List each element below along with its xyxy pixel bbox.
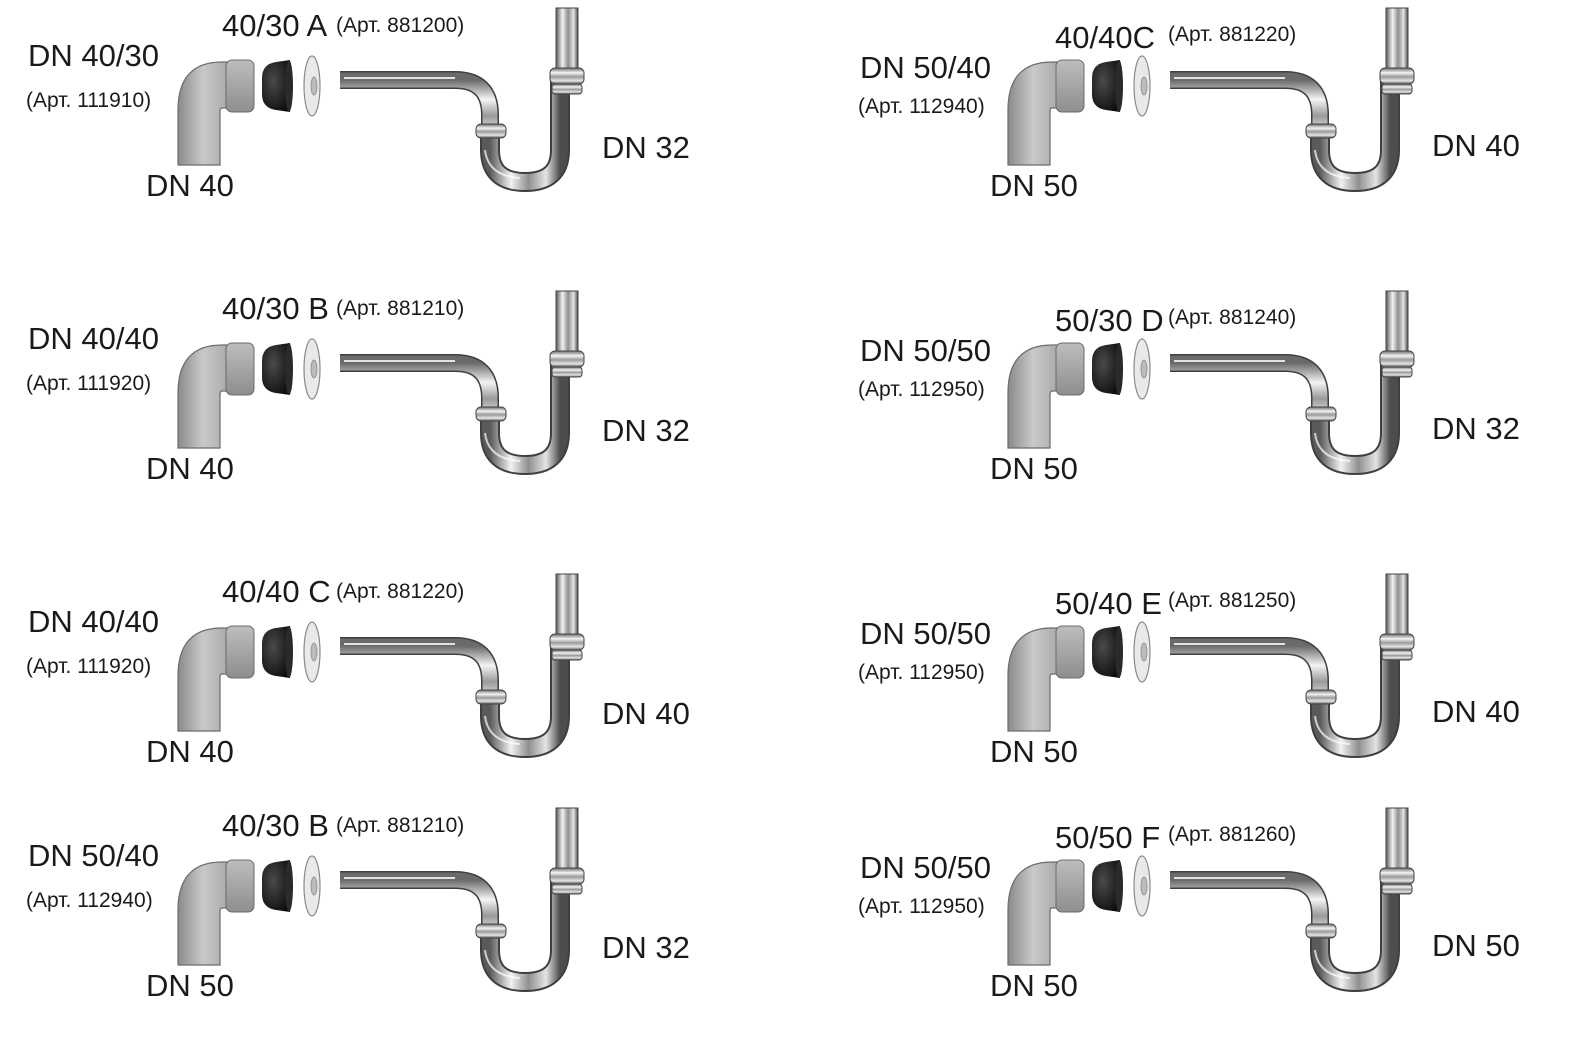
adapter-article-number: (Арт. 881240) <box>1168 306 1297 329</box>
elbow-fitting <box>1007 625 1085 732</box>
trap-assembly-illustration <box>177 7 585 193</box>
trap-kit-panel: DN 40/30 (Арт. 111910) DN 40 40/30 A (Ар… <box>0 0 780 256</box>
adapter-label: 40/30 B <box>222 808 329 843</box>
trap-dn-label: DN 40 <box>602 696 690 731</box>
adapter-article-number: (Арт. 881210) <box>336 297 465 320</box>
trap-assembly-illustration <box>177 573 585 759</box>
trap-dn-label: DN 32 <box>1432 411 1520 446</box>
rubber-seal <box>262 60 293 112</box>
fitting-dn-label: DN 40/30 <box>28 38 159 73</box>
adapter-article-number: (Арт. 881210) <box>336 814 465 837</box>
elbow-fitting <box>177 342 255 449</box>
fitting-article-number: (Арт. 112940) <box>26 889 153 912</box>
adapter-label: 40/40 C <box>222 574 331 609</box>
chrome-p-trap <box>1170 573 1415 759</box>
fitting-dn-label: DN 50/50 <box>860 616 991 651</box>
trap-assembly-illustration <box>177 807 585 993</box>
metal-washer <box>1133 338 1151 400</box>
adapter-label: 50/40 E <box>1055 586 1162 621</box>
fitting-outlet-dn-label: DN 50 <box>990 734 1078 769</box>
elbow-fitting <box>1007 859 1085 966</box>
fitting-outlet-dn-label: DN 40 <box>146 734 234 769</box>
trap-kit-panel: DN 40/40 (Арт. 111920) DN 40 40/40 C (Ар… <box>0 566 780 822</box>
elbow-fitting <box>1007 342 1085 449</box>
trap-assembly-illustration <box>177 290 585 476</box>
metal-washer <box>1133 855 1151 917</box>
chrome-p-trap <box>1170 290 1415 476</box>
metal-washer <box>1133 621 1151 683</box>
trap-dn-label: DN 32 <box>602 130 690 165</box>
trap-assembly-illustration <box>1007 573 1415 759</box>
metal-washer <box>303 55 321 117</box>
fitting-article-number: (Арт. 111910) <box>26 89 152 112</box>
elbow-fitting <box>177 59 255 166</box>
trap-dn-label: DN 50 <box>1432 928 1520 963</box>
fitting-outlet-dn-label: DN 50 <box>990 168 1078 203</box>
fitting-dn-label: DN 40/40 <box>28 604 159 639</box>
trap-dn-label: DN 40 <box>1432 694 1520 729</box>
chrome-p-trap <box>1170 7 1415 193</box>
chrome-p-trap <box>1170 807 1415 993</box>
fitting-article-number: (Арт. 112950) <box>858 895 985 918</box>
fitting-article-number: (Арт. 112950) <box>858 661 985 684</box>
elbow-fitting <box>1007 59 1085 166</box>
fitting-outlet-dn-label: DN 50 <box>990 968 1078 1003</box>
trap-assembly-illustration <box>1007 807 1415 993</box>
metal-washer <box>303 855 321 917</box>
fitting-outlet-dn-label: DN 40 <box>146 451 234 486</box>
adapter-article-number: (Арт. 881200) <box>336 14 465 37</box>
trap-kit-panel: DN 50/40 (Арт. 112940) DN 50 40/40C (Арт… <box>830 0 1579 256</box>
adapter-article-number: (Арт. 881220) <box>1168 23 1297 46</box>
metal-washer <box>303 621 321 683</box>
trap-kit-panel: DN 50/50 (Арт. 112950) DN 50 50/40 E (Ар… <box>830 566 1579 822</box>
rubber-seal <box>262 860 293 912</box>
adapter-article-number: (Арт. 881250) <box>1168 589 1297 612</box>
chrome-p-trap <box>340 807 585 993</box>
adapter-article-number: (Арт. 881260) <box>1168 823 1297 846</box>
chrome-p-trap <box>340 7 585 193</box>
rubber-seal <box>262 626 293 678</box>
fitting-dn-label: DN 50/50 <box>860 333 991 368</box>
rubber-seal <box>1092 60 1123 112</box>
adapter-label: 40/30 B <box>222 291 329 326</box>
rubber-seal <box>1092 626 1123 678</box>
trap-kit-panel: DN 50/50 (Арт. 112950) DN 50 50/50 F (Ар… <box>830 800 1579 1056</box>
trap-kit-panel: DN 50/40 (Арт. 112940) DN 50 40/30 B (Ар… <box>0 800 780 1056</box>
fitting-outlet-dn-label: DN 40 <box>146 168 234 203</box>
adapter-label: 50/30 D <box>1055 303 1164 338</box>
chrome-p-trap <box>340 573 585 759</box>
fitting-article-number: (Арт. 112950) <box>858 378 985 401</box>
fitting-dn-label: DN 50/40 <box>28 838 159 873</box>
adapter-label: 50/50 F <box>1055 820 1161 855</box>
fitting-article-number: (Арт. 111920) <box>26 372 152 395</box>
rubber-seal <box>1092 343 1123 395</box>
fitting-dn-label: DN 50/50 <box>860 850 991 885</box>
trap-dn-label: DN 40 <box>1432 128 1520 163</box>
trap-dn-label: DN 32 <box>602 413 690 448</box>
trap-assembly-illustration <box>1007 7 1415 193</box>
rubber-seal <box>262 343 293 395</box>
adapter-label: 40/40C <box>1055 20 1155 55</box>
adapter-label: 40/30 A <box>222 8 328 43</box>
trap-dn-label: DN 32 <box>602 930 690 965</box>
rubber-seal <box>1092 860 1123 912</box>
fitting-dn-label: DN 50/40 <box>860 50 991 85</box>
fitting-article-number: (Арт. 111920) <box>26 655 152 678</box>
metal-washer <box>303 338 321 400</box>
trap-kit-panel: DN 50/50 (Арт. 112950) DN 50 50/30 D (Ар… <box>830 283 1579 539</box>
elbow-fitting <box>177 859 255 966</box>
trap-kit-panel: DN 40/40 (Арт. 111920) DN 40 40/30 B (Ар… <box>0 283 780 539</box>
metal-washer <box>1133 55 1151 117</box>
fitting-outlet-dn-label: DN 50 <box>146 968 234 1003</box>
chrome-p-trap <box>340 290 585 476</box>
fitting-dn-label: DN 40/40 <box>28 321 159 356</box>
elbow-fitting <box>177 625 255 732</box>
adapter-article-number: (Арт. 881220) <box>336 580 465 603</box>
fitting-article-number: (Арт. 112940) <box>858 95 985 118</box>
trap-assembly-illustration <box>1007 290 1415 476</box>
fitting-outlet-dn-label: DN 50 <box>990 451 1078 486</box>
